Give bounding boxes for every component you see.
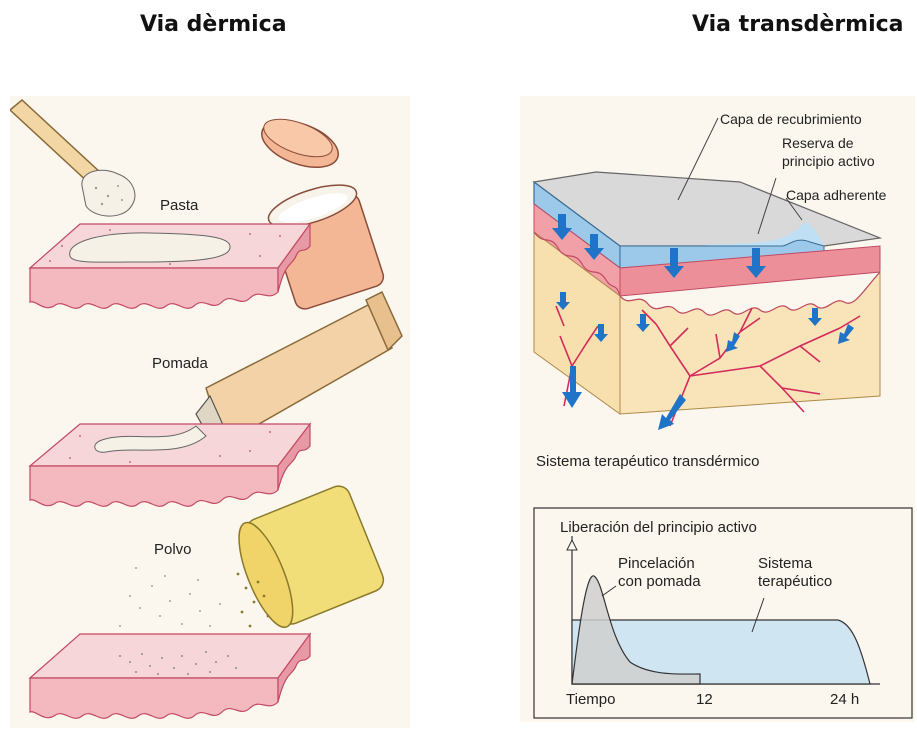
chart-y-label: Liberación del principio activo (560, 519, 757, 536)
label-reservoir-line2: principio activo (782, 153, 875, 169)
transdermal-block: Capa de recubrimiento Reserva de princip… (534, 111, 887, 470)
powder-label: Polvo (154, 541, 192, 558)
series-system-label-line1: Sistema (758, 555, 813, 572)
label-cover-layer: Capa de recubrimiento (720, 111, 862, 127)
series-ointment-label-line2: con pomada (618, 573, 701, 590)
transdermal-panel: Capa de recubrimiento Reserva de princip… (520, 96, 915, 722)
chart-x-label: Tiempo (566, 691, 615, 708)
title-dermal-route: Via dèrmica (140, 12, 287, 37)
series-system-label-line2: terapéutico (758, 573, 832, 590)
ointment-illustration: Pomada (30, 292, 402, 506)
powder-illustration: Polvo (30, 483, 387, 719)
dermal-illustration-panel: Pasta Pomada Polvo (10, 96, 410, 728)
system-caption: Sistema terapéutico transdérmico (536, 453, 759, 470)
paste-label: Pasta (160, 197, 199, 214)
paste-illustration: Pasta (10, 100, 386, 311)
chart-x-tick-24h: 24 h (830, 691, 859, 708)
label-adhesive-layer: Capa adherente (786, 187, 887, 203)
chart-x-tick-12: 12 (696, 691, 713, 708)
title-transdermal-route: Via transdèrmica (692, 12, 904, 37)
label-reservoir-line1: Reserva de (782, 135, 854, 151)
release-chart: Liberación del principio activo Pincelac… (534, 508, 912, 718)
series-ointment-label-line1: Pincelación (618, 555, 695, 572)
ointment-label: Pomada (152, 355, 209, 372)
